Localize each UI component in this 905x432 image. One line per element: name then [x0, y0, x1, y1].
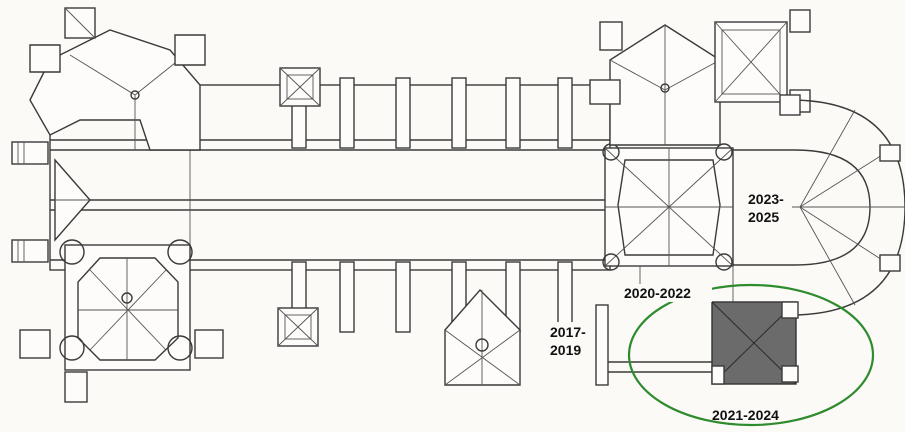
south-porch — [444, 288, 521, 386]
label-2023-line1: 2023- — [748, 191, 784, 207]
phase-label-2020-2022: 2020-2022 — [622, 284, 712, 302]
phase-label-2021-2024: 2021-2024 — [712, 407, 779, 423]
highlight-ellipse — [627, 283, 875, 427]
south-buttresses — [291, 261, 573, 333]
label-2017-line1: 2017- — [550, 324, 586, 340]
north-east-tower — [714, 9, 811, 113]
south-chapel — [277, 307, 319, 347]
label-2021: 2021-2024 — [712, 407, 779, 423]
south-west-tower — [19, 239, 224, 403]
crossing — [602, 143, 734, 271]
label-2023-line2: 2025 — [748, 209, 779, 225]
apse — [733, 94, 905, 316]
sacristy-shaded — [711, 301, 799, 385]
north-west-tower — [29, 7, 206, 73]
phase-label-2023-2025: 2023- 2025 — [746, 190, 792, 226]
north-transept — [589, 21, 721, 146]
north-chapel — [279, 67, 321, 107]
phase-label-2017-2019: 2017- 2019 — [548, 322, 594, 360]
west-front — [11, 29, 201, 263]
label-2017-line2: 2019 — [550, 342, 581, 358]
label-2020: 2020-2022 — [624, 285, 691, 301]
north-buttresses — [291, 77, 573, 149]
